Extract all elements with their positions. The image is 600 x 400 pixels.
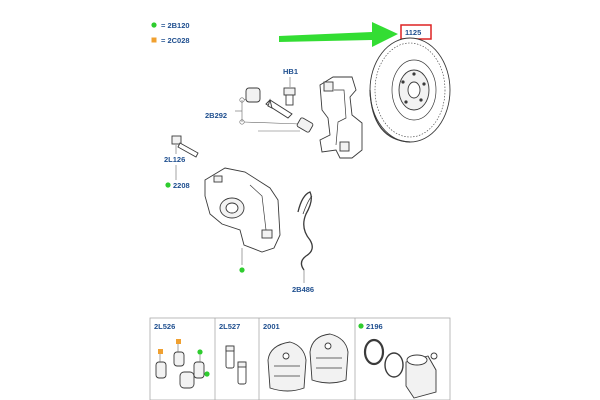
legend-green-label: = 2B120 [161, 21, 190, 30]
caliper-bracket [319, 76, 363, 159]
spring-clip: 2B486 [292, 191, 314, 294]
legend-green-dot [151, 22, 157, 28]
guide-pins-label[interactable]: 2B292 [205, 111, 227, 120]
bolt-label[interactable]: HB1 [283, 67, 298, 76]
kit-2l526: 2L526 [154, 322, 210, 389]
caliper-dot [239, 267, 245, 273]
bolt-hb1: HB1 [283, 67, 298, 106]
kit-label[interactable]: 2L526 [154, 322, 175, 331]
kit-2001-pads: 2001 [263, 322, 349, 392]
kit-2196-piston: 2196 [358, 322, 438, 399]
kit-label[interactable]: 2L527 [219, 322, 240, 331]
bleed-screw-label[interactable]: 2L126 [164, 155, 185, 164]
kit-green-dot [358, 323, 364, 329]
kit-label[interactable]: 2196 [366, 322, 383, 331]
caliper-housing [204, 167, 281, 273]
kit-label[interactable]: 2001 [263, 322, 280, 331]
rotor-label[interactable]: 1125 [405, 28, 421, 37]
guide-pins: 2B292 [205, 87, 314, 133]
green-arrow [279, 22, 398, 47]
brake-rotor [369, 37, 451, 143]
bleed-screw: 2L126 2208 [164, 135, 199, 190]
legend-orange-square [151, 37, 157, 43]
kit-orange-square [176, 339, 181, 344]
bleed-kit-label[interactable]: 2208 [173, 181, 190, 190]
bleed-kit-dot [165, 182, 171, 188]
kit-green-dot [197, 349, 203, 355]
kit-2l527: 2L527 [219, 322, 247, 385]
legend-orange-label: = 2C028 [161, 36, 190, 45]
kit-orange-square [158, 349, 163, 354]
spring-clip-label[interactable]: 2B486 [292, 285, 314, 294]
legend: = 2B120 = 2C028 [151, 21, 190, 45]
kit-green-dot [204, 371, 210, 377]
